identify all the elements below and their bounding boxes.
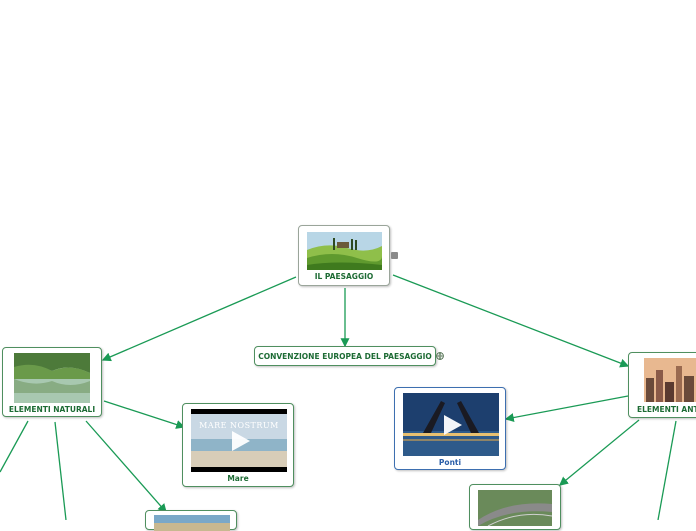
anthropic-elements-node[interactable]: ELEMENTI ANT bbox=[628, 352, 696, 418]
lake-thumbnail bbox=[14, 353, 90, 403]
edge-natural-child-3 bbox=[0, 421, 28, 472]
ponti-node[interactable]: Ponti bbox=[394, 387, 506, 470]
mare-video-caption: MARE NOSTRUM bbox=[191, 421, 287, 430]
natural-child-node[interactable] bbox=[145, 510, 237, 530]
play-icon[interactable] bbox=[232, 431, 250, 451]
convention-label: CONVENZIONE EUROPEA DEL PAESAGGIO bbox=[255, 352, 435, 361]
edge-natural-child-1 bbox=[86, 421, 166, 512]
globe-icon[interactable] bbox=[436, 352, 444, 360]
road-thumbnail bbox=[478, 490, 552, 526]
ponti-label: Ponti bbox=[395, 458, 505, 467]
convention-node[interactable]: CONVENZIONE EUROPEA DEL PAESAGGIO bbox=[254, 346, 436, 366]
edge-natural-mare bbox=[104, 401, 184, 427]
play-icon[interactable] bbox=[444, 415, 462, 435]
note-icon[interactable] bbox=[391, 252, 398, 259]
root-label: IL PAESAGGIO bbox=[299, 272, 389, 281]
mare-node[interactable]: MARE NOSTRUM Mare bbox=[182, 403, 294, 487]
city-thumbnail bbox=[644, 358, 696, 402]
ponti-video-thumbnail[interactable] bbox=[403, 393, 499, 456]
edge-natural-child-2 bbox=[55, 422, 66, 520]
anthropic-child-node[interactable] bbox=[469, 484, 561, 530]
landscape-thumbnail bbox=[307, 232, 382, 270]
natural-elements-node[interactable]: ELEMENTI NATURALI bbox=[2, 347, 102, 417]
natural-elements-label: ELEMENTI NATURALI bbox=[3, 405, 101, 414]
partial-thumbnail bbox=[154, 515, 230, 531]
anthropic-elements-label: ELEMENTI ANT bbox=[637, 405, 696, 414]
mare-video-thumbnail[interactable]: MARE NOSTRUM bbox=[191, 409, 287, 472]
edge-anthropic-ponti bbox=[506, 396, 628, 419]
edge-anthropic-child-2 bbox=[658, 421, 676, 520]
mare-label: Mare bbox=[183, 474, 293, 483]
edge-anthropic-child-1 bbox=[560, 420, 639, 485]
root-node[interactable]: IL PAESAGGIO bbox=[298, 225, 390, 286]
